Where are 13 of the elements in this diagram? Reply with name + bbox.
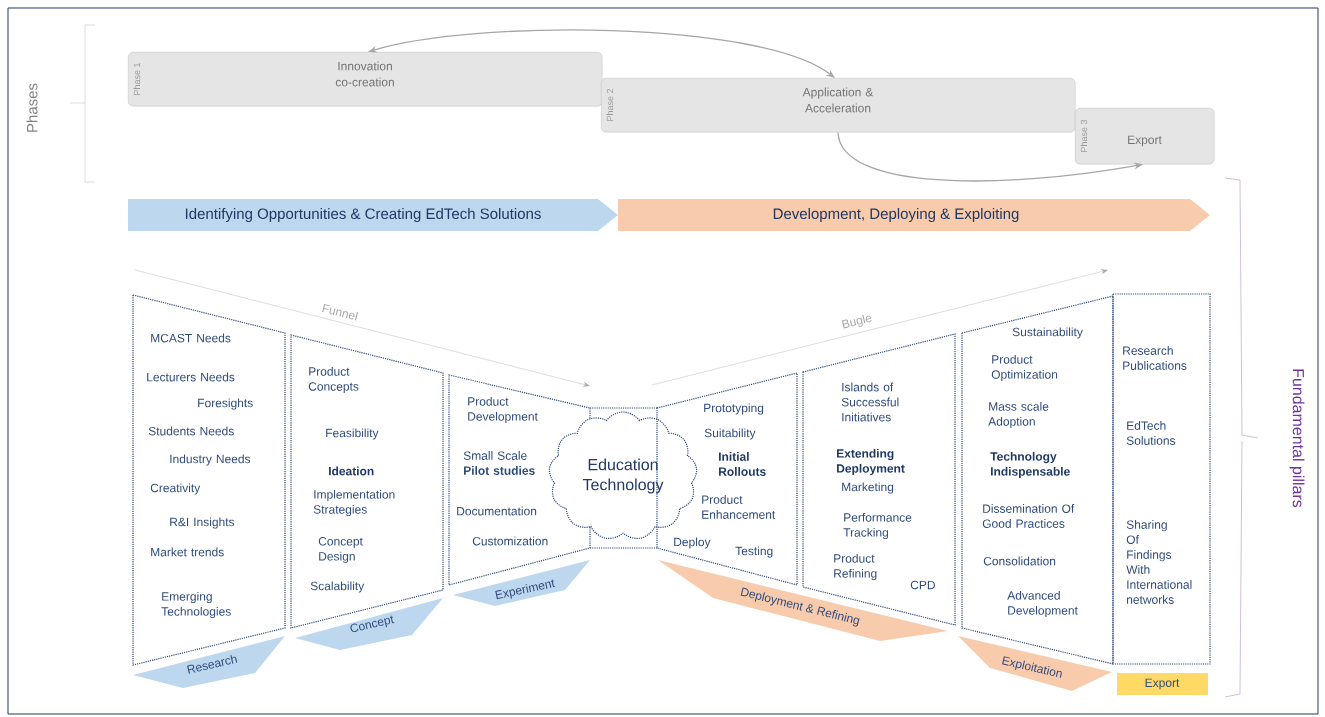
stage-panel: Research Publications EdTech Solutions Sharing Of Findings With International networks <box>1112 293 1211 665</box>
side-label: Fundamental pillars <box>1289 369 1305 508</box>
phase-box: Phase 1 Innovation co-creation <box>128 52 603 107</box>
chevron-band: Identifying Opportunities & Creating EdTech Solutions <box>128 199 618 231</box>
stage-tag: Export <box>1117 673 1208 695</box>
phase-box: Phase 2 Application & Acceleration <box>601 78 1076 133</box>
stage-tag: Concept <box>295 598 443 650</box>
side-label: Phases <box>26 83 38 132</box>
stage-tag: Experiment <box>453 560 590 606</box>
stage-tag: Research <box>133 636 285 688</box>
phase-box: Phase 3 Export <box>1075 108 1215 165</box>
arrow-label: Funnel <box>322 303 359 321</box>
chevron-band: Development, Deploying & Exploiting <box>618 199 1210 231</box>
